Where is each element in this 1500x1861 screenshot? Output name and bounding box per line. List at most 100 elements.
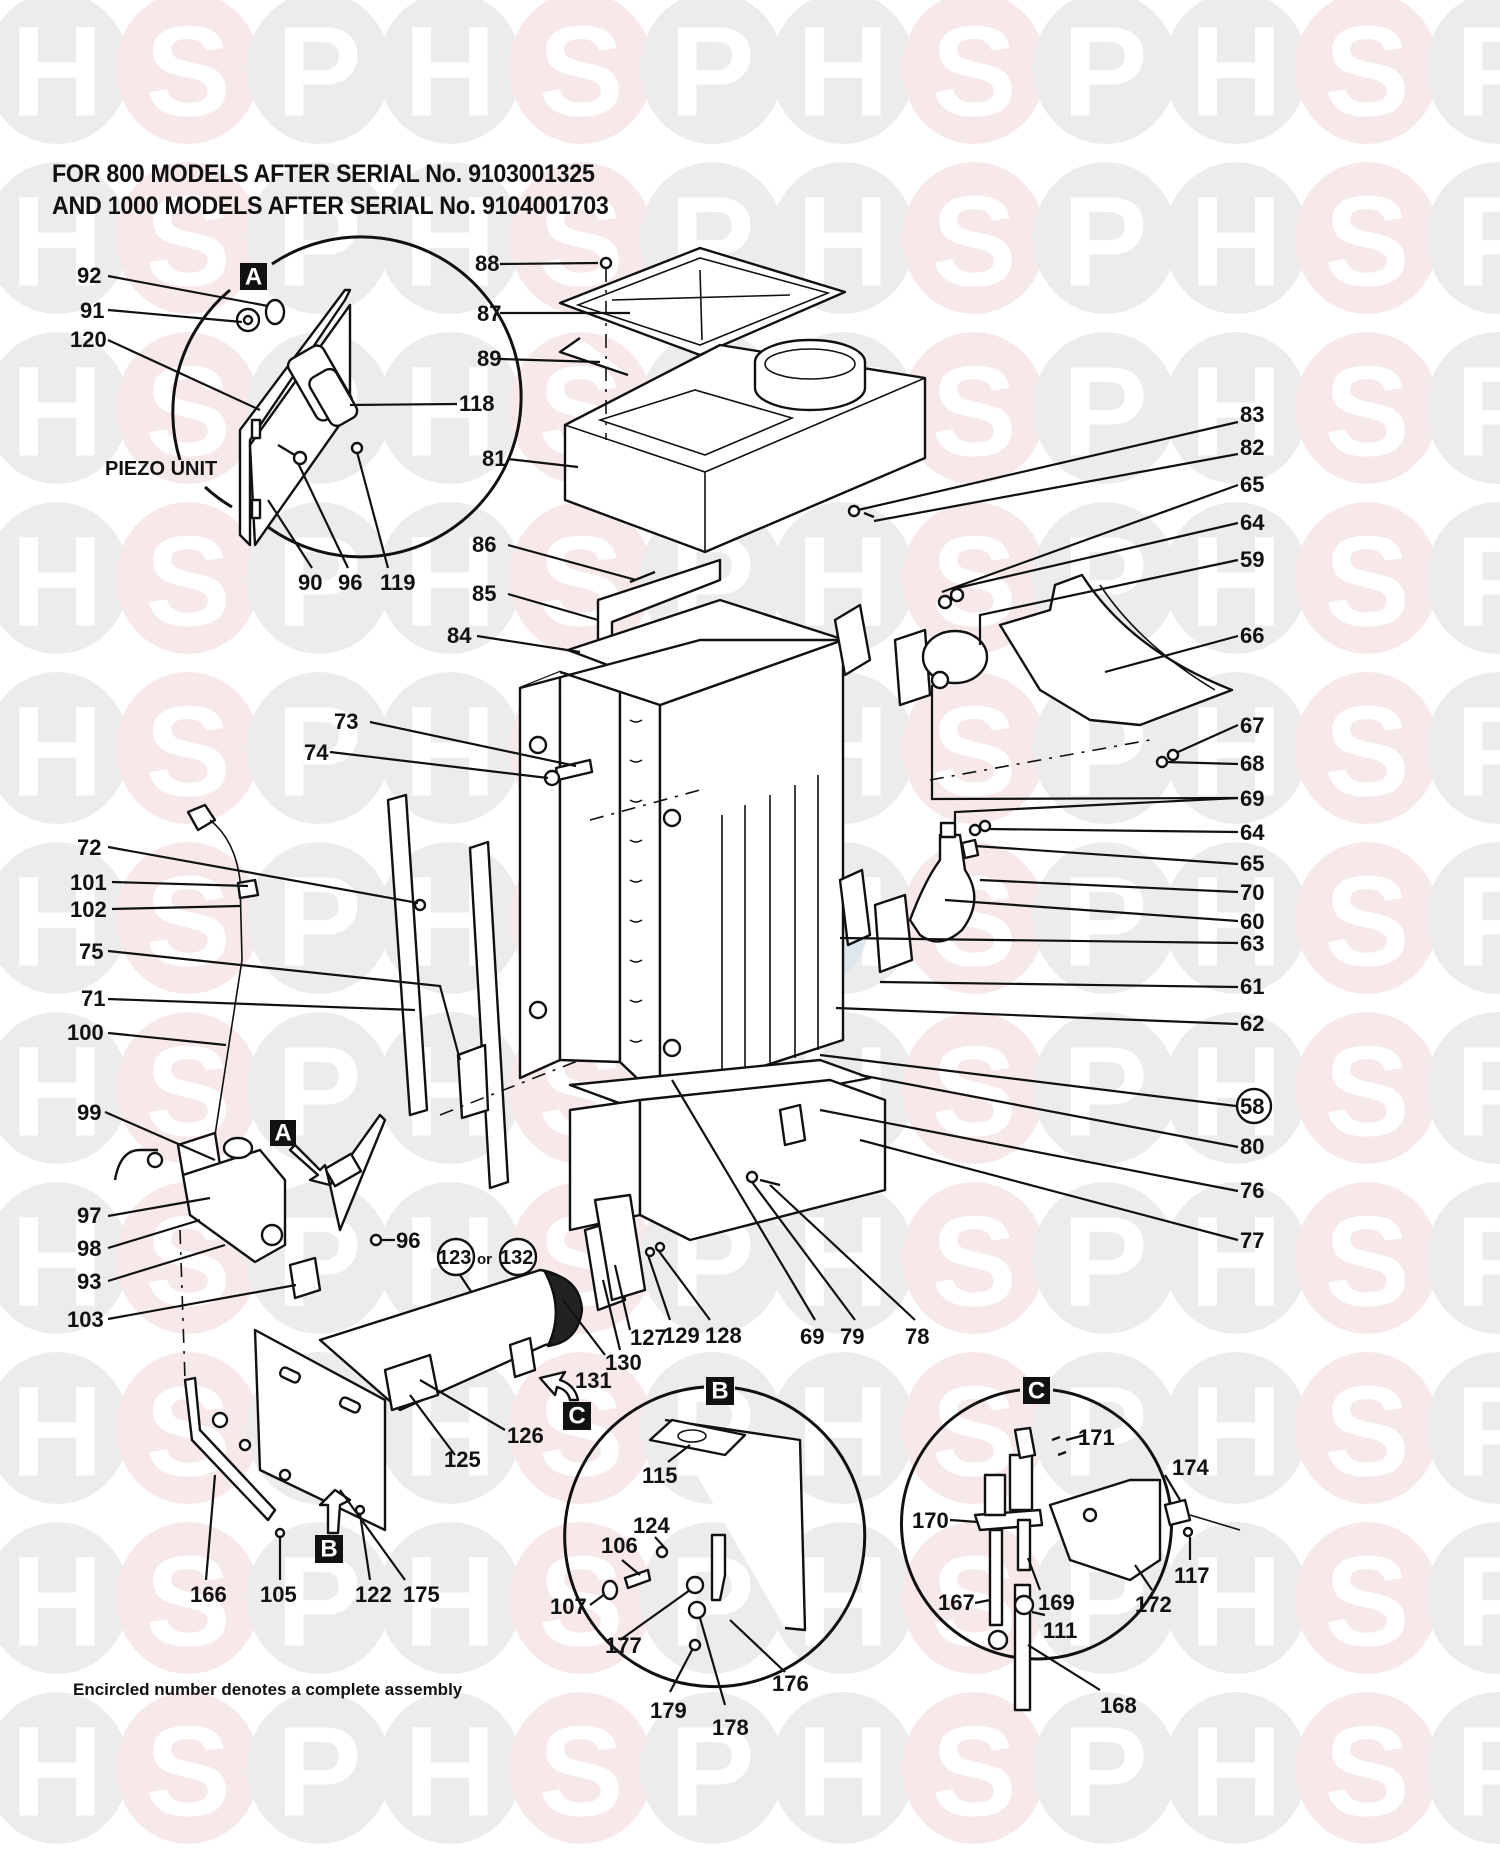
part-label-79[interactable]: 79 [840,1324,864,1349]
part-label-131[interactable]: 131 [575,1368,612,1393]
watermark-circle-h [1164,842,1308,994]
part-label-171[interactable]: 171 [1078,1425,1115,1450]
part-label-58-assembly[interactable]: 58 [1240,1094,1264,1119]
watermark-circle-s [1295,502,1439,654]
part-label-132-assembly[interactable]: 132 [500,1247,533,1269]
part-label-99[interactable]: 99 [77,1100,101,1125]
part-label-125[interactable]: 125 [444,1447,481,1472]
part-label-175[interactable]: 175 [403,1582,440,1607]
part-label-130[interactable]: 130 [605,1350,642,1375]
part-label-96-detail-a[interactable]: 96 [338,570,362,595]
part-label-92[interactable]: 92 [77,263,101,288]
part-label-61[interactable]: 61 [1240,974,1264,999]
part-label-76[interactable]: 76 [1240,1178,1264,1203]
part-label-168[interactable]: 168 [1100,1693,1137,1718]
part-label-106[interactable]: 106 [601,1533,638,1558]
part-label-73[interactable]: 73 [334,709,358,734]
part-label-93[interactable]: 93 [77,1269,101,1294]
part-label-64-upper[interactable]: 64 [1240,510,1265,535]
part-label-101[interactable]: 101 [70,870,107,895]
part-label-85[interactable]: 85 [472,581,496,606]
part-label-96-main[interactable]: 96 [396,1228,420,1253]
leader-131 [562,1299,606,1356]
part-label-77[interactable]: 77 [1240,1228,1264,1253]
part-label-107[interactable]: 107 [550,1594,587,1619]
part-label-105[interactable]: 105 [260,1582,297,1607]
part-label-126[interactable]: 126 [507,1423,544,1448]
part-label-67[interactable]: 67 [1240,713,1264,738]
watermark-letter-h: H [11,851,103,994]
part-label-102[interactable]: 102 [70,897,107,922]
part-label-127[interactable]: 127 [630,1325,667,1350]
part-label-170[interactable]: 170 [912,1508,949,1533]
part-label-80[interactable]: 80 [1240,1134,1264,1159]
nut-91-hole [242,314,254,326]
part-label-86[interactable]: 86 [472,532,496,557]
part-label-129[interactable]: 129 [663,1323,700,1348]
part-label-119[interactable]: 119 [380,570,416,595]
part-label-122[interactable]: 122 [355,1582,392,1607]
part-label-62[interactable]: 62 [1240,1011,1264,1036]
part-label-174[interactable]: 174 [1172,1455,1209,1480]
part-label-115[interactable]: 115 [642,1463,678,1488]
part-label-91[interactable]: 91 [80,298,104,323]
part-label-123-assembly[interactable]: 123 [438,1247,471,1269]
watermark-letter-p: P [1455,1191,1500,1334]
part-label-75[interactable]: 75 [79,939,103,964]
part-label-169[interactable]: 169 [1038,1590,1075,1615]
part-label-100[interactable]: 100 [67,1020,104,1045]
part-label-74[interactable]: 74 [304,740,329,765]
part-label-69-upper[interactable]: 69 [1240,786,1264,811]
nut-88 [599,256,613,270]
piezo-cylinder [308,367,359,428]
part-label-118[interactable]: 118 [459,391,495,416]
part-label-78[interactable]: 78 [905,1324,929,1349]
watermark-letter-s: S [1324,1361,1409,1504]
part-label-179[interactable]: 179 [650,1698,687,1723]
injector-169 [1016,1518,1032,1572]
part-label-83[interactable]: 83 [1240,402,1264,427]
part-label-88[interactable]: 88 [475,251,499,276]
watermark-circle-p [1033,1352,1177,1504]
leader-167 [974,1598,991,1605]
bracket-176 [710,1533,727,1602]
part-label-124[interactable]: 124 [633,1513,670,1538]
part-label-172[interactable]: 172 [1135,1592,1172,1617]
part-label-60[interactable]: 60 [1240,909,1264,934]
part-label-68[interactable]: 68 [1240,751,1264,776]
watermark-circle-s [1295,1692,1439,1844]
part-label-87[interactable]: 87 [477,301,501,326]
part-label-72[interactable]: 72 [77,835,101,860]
part-label-167[interactable]: 167 [938,1590,975,1615]
leader-101 [111,880,249,888]
part-label-103[interactable]: 103 [67,1307,104,1332]
part-label-84[interactable]: 84 [447,623,472,648]
watermark-letter-h: H [11,681,103,824]
part-label-63[interactable]: 63 [1240,931,1264,956]
leader-111 [1031,1610,1046,1617]
part-label-69-lower[interactable]: 69 [800,1324,824,1349]
leader-59 [978,558,1239,645]
part-label-120[interactable]: 120 [70,327,107,352]
part-label-90[interactable]: 90 [298,570,322,595]
part-label-59[interactable]: 59 [1240,547,1264,572]
part-label-117[interactable]: 117 [1174,1563,1210,1588]
part-label-82[interactable]: 82 [1240,435,1264,460]
part-label-66[interactable]: 66 [1240,623,1264,648]
part-label-81[interactable]: 81 [482,446,506,471]
part-label-111[interactable]: 111 [1043,1618,1077,1643]
part-label-70[interactable]: 70 [1240,880,1264,905]
part-label-64-lower[interactable]: 64 [1240,820,1265,845]
part-label-178[interactable]: 178 [712,1715,749,1740]
part-label-176[interactable]: 176 [772,1671,809,1696]
part-label-71[interactable]: 71 [81,986,105,1011]
part-label-89[interactable]: 89 [477,346,501,371]
part-label-166[interactable]: 166 [190,1582,227,1607]
part-label-65-lower[interactable]: 65 [1240,851,1264,876]
part-label-177[interactable]: 177 [605,1633,642,1658]
part-label-98[interactable]: 98 [77,1236,101,1261]
detail-c-tag-label: C [1028,1378,1045,1405]
part-label-128[interactable]: 128 [705,1323,742,1348]
part-label-65-upper[interactable]: 65 [1240,472,1264,497]
part-label-97[interactable]: 97 [77,1203,101,1228]
